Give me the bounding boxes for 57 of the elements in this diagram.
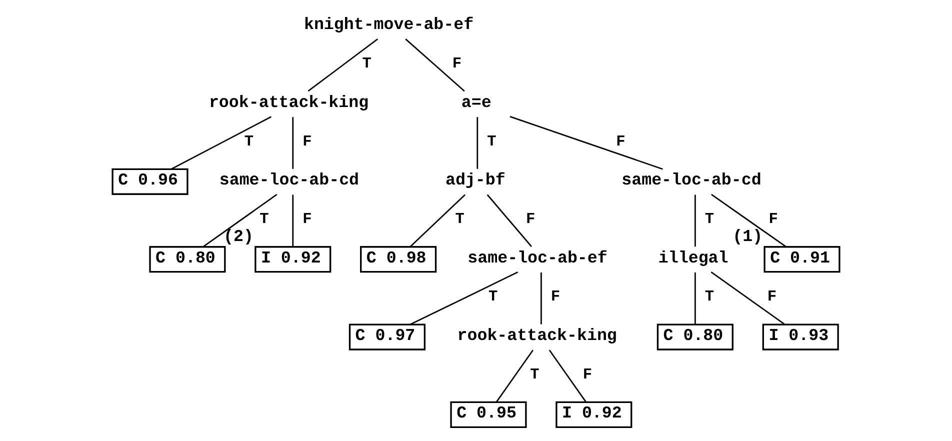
node-box: I 0.92 (556, 401, 632, 428)
node-box: I 0.92 (254, 246, 332, 273)
node-box: C 0.98 (360, 246, 437, 273)
node-label: (2) (224, 226, 254, 246)
connector (710, 272, 785, 325)
node-box: C 0.96 (112, 168, 188, 195)
node-text: rook-attack-king (457, 326, 617, 345)
edge-label: F (616, 132, 626, 150)
edge-label: F (452, 54, 462, 73)
edge-label: F (302, 210, 312, 228)
node-box: C 0.80 (656, 324, 734, 350)
edge-label: F (768, 210, 778, 228)
node-text: adj-bf (445, 170, 506, 190)
connector (171, 116, 272, 170)
edge-label: T (260, 210, 269, 228)
connector (694, 194, 696, 247)
connector (203, 194, 278, 248)
node-box: C 0.97 (348, 324, 426, 350)
edge-label: T (704, 210, 714, 228)
connector (292, 194, 294, 247)
connector (308, 38, 378, 92)
node-text: illegal (658, 248, 728, 268)
edge-label: T (362, 54, 372, 73)
node-box: C 0.91 (764, 246, 840, 273)
edge-label: T (530, 365, 540, 384)
node-text: same-loc-ab-cd (622, 170, 762, 190)
edge-label: T (455, 210, 464, 228)
connector (694, 272, 696, 324)
edge-label: F (526, 210, 536, 228)
node-box: C 0.95 (450, 401, 527, 428)
connector (476, 117, 478, 169)
node-text: knight-move-ab-ef (304, 15, 474, 34)
connector (548, 350, 586, 402)
connector (486, 194, 532, 248)
node-text: a=e (461, 92, 492, 112)
connector (540, 272, 542, 324)
connector (510, 116, 663, 170)
node-text: rook-attack-king (208, 92, 369, 112)
node-box: C 0.80 (149, 246, 226, 273)
connector (711, 194, 786, 248)
edge-label: F (767, 288, 776, 306)
node-label: (1) (732, 226, 763, 246)
edge-label: T (244, 132, 254, 150)
edge-label: T (488, 288, 498, 306)
connector (292, 117, 294, 169)
connector (410, 194, 466, 248)
connector (405, 38, 465, 92)
edge-label: T (704, 288, 714, 306)
node-text: same-loc-ab-ef (468, 248, 608, 268)
edge-label: T (487, 132, 496, 150)
connector (496, 350, 534, 402)
connector (410, 271, 518, 326)
node-text: same-loc-ab-cd (219, 170, 360, 190)
edge-label: F (582, 365, 592, 384)
node-box: I 0.93 (762, 324, 839, 350)
edge-label: F (550, 288, 560, 306)
edge-label: F (302, 132, 312, 150)
